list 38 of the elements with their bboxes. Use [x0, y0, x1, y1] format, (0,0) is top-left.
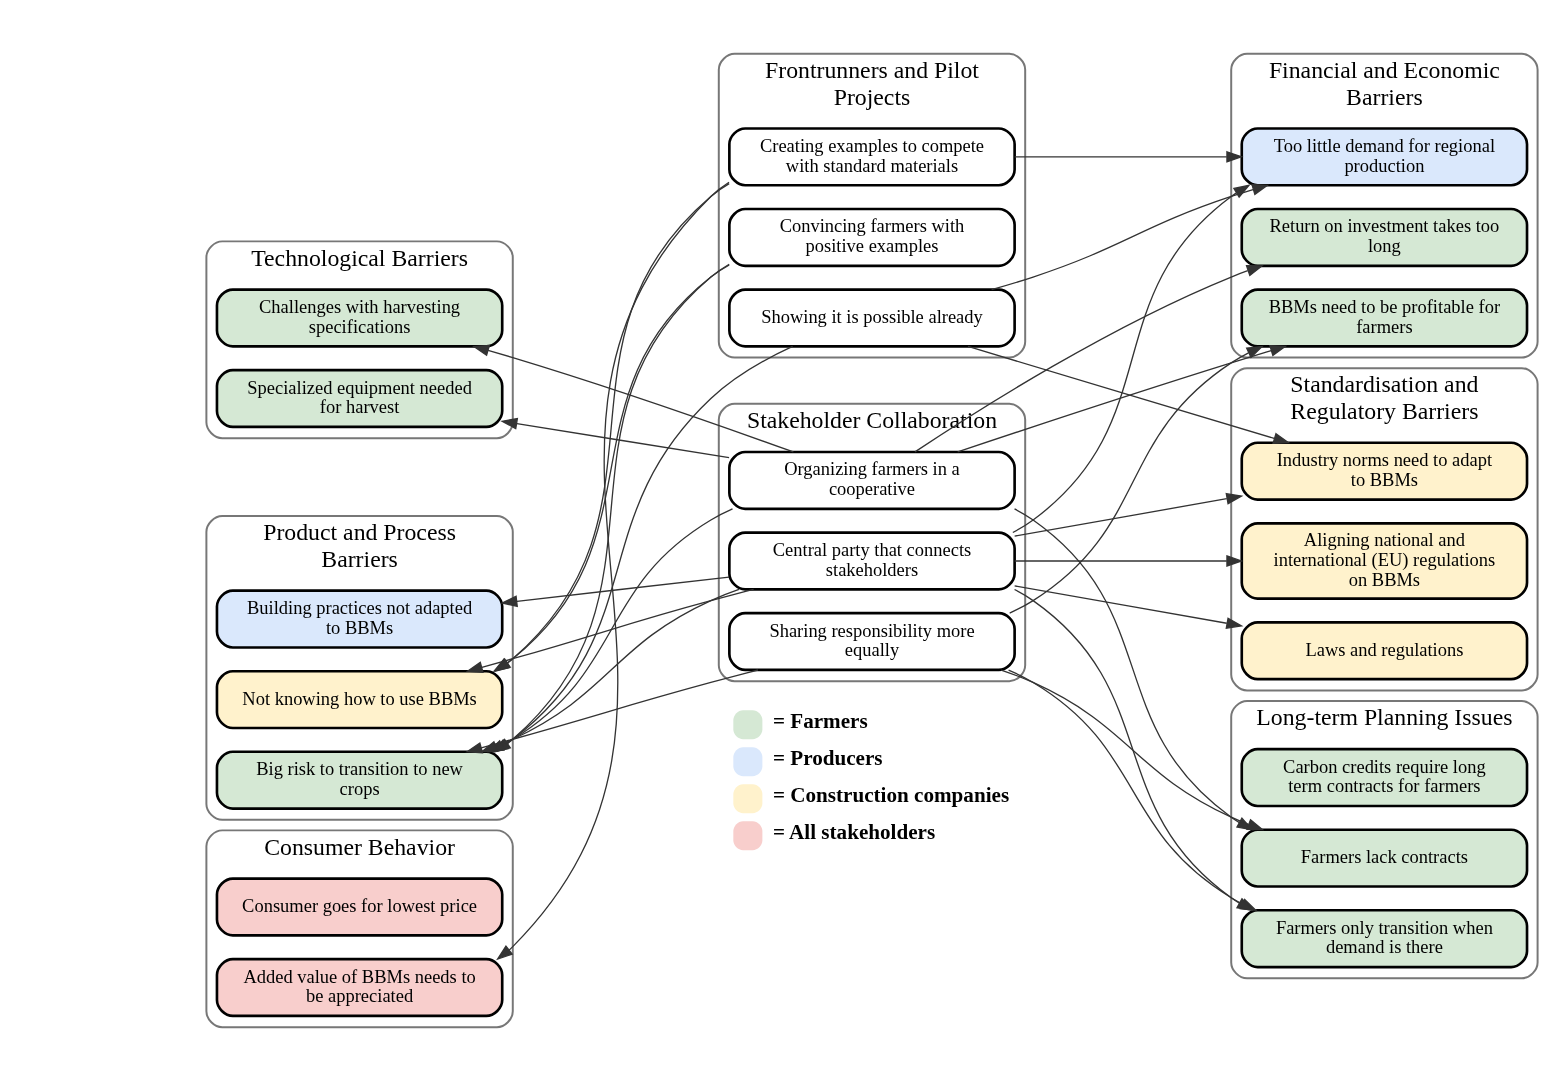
arrow	[1013, 554, 1244, 567]
node-box: Organizing farmers in a cooperative	[728, 450, 1016, 511]
legend-label: = Producers	[772, 746, 883, 771]
node-box: Not knowing how to use BBMs	[215, 669, 504, 730]
node-box: Showing it is possible already	[728, 288, 1016, 348]
node-box: Specialized equipment needed for harvest	[215, 368, 504, 429]
node-box: Building practices not adapted to BBMs	[215, 589, 504, 649]
node-box: Big risk to transition to new crops	[215, 750, 504, 810]
node-box: BBMs need to be profitable for farmers	[1240, 288, 1529, 348]
node-box: Farmers only transition when demand is there	[1240, 908, 1529, 969]
node-box: Convincing farmers with positive examples	[728, 207, 1016, 268]
legend-label: = All stakeholders	[772, 820, 936, 845]
arrow	[1013, 492, 1244, 537]
node-box: Carbon credits require long term contracts for farmers	[1240, 747, 1529, 808]
legend-label: = Construction companies	[772, 783, 1010, 808]
node-box: Central party that connects stakeholders	[728, 531, 1016, 591]
node-box: Challenges with harvesting specifications	[215, 288, 504, 348]
node-box: Laws and regulations	[1240, 621, 1529, 681]
node-box: Consumer goes for lowest price	[215, 877, 504, 937]
arrow	[1012, 184, 1251, 534]
legend-label: = Farmers	[772, 709, 868, 734]
arrow	[500, 417, 730, 459]
node-box: Farmers lack contracts	[1240, 828, 1529, 888]
arrow	[1013, 150, 1244, 163]
node-box: Creating examples to compete with standard materials	[728, 127, 1016, 187]
node-box: Aligning national and international (EU) regulations on BBMs	[1240, 522, 1529, 600]
node-box: Industry norms need to adapt to BBMs	[1240, 441, 1529, 501]
arrow	[914, 265, 1264, 453]
node-box: Added value of BBMs needs to be appreciated	[215, 957, 504, 1018]
arrow	[991, 183, 1270, 291]
arrow	[496, 181, 730, 961]
arrow	[472, 344, 795, 453]
node-box: Sharing responsibility more equally	[728, 611, 1016, 672]
node-box: Return on investment takes too long	[1240, 207, 1529, 268]
arrow	[1013, 585, 1244, 630]
arrow	[1009, 345, 1264, 614]
arrow	[500, 576, 730, 608]
node-box: Too little demand for regional production	[1240, 127, 1529, 187]
